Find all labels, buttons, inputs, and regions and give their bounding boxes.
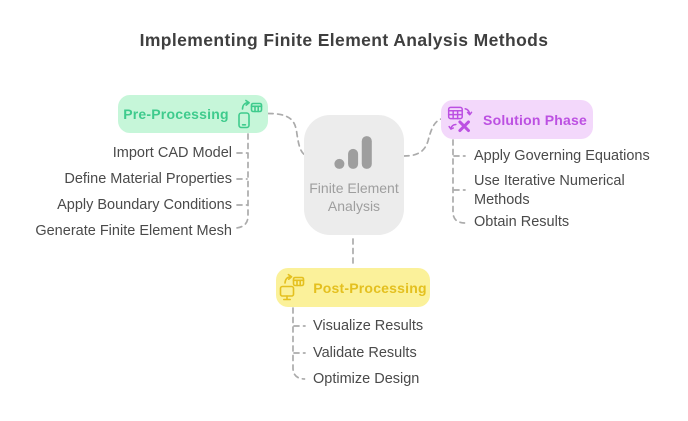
solution-phase-label: Solution Phase — [483, 111, 587, 128]
wire-solution-rail — [452, 139, 466, 224]
bar-chart-icon — [333, 135, 375, 170]
wire-center-to-solution — [403, 118, 442, 157]
list-item[interactable]: Validate Results — [313, 345, 417, 361]
list-item[interactable]: Use Iterative Numerical Methods — [474, 173, 625, 208]
table-solve-x-icon — [447, 105, 475, 134]
list-item[interactable]: Apply Boundary Conditions — [57, 197, 232, 213]
post-processing-label: Post-Processing — [313, 279, 427, 296]
list-item[interactable]: Obtain Results — [474, 214, 570, 230]
wire-pre-to-center — [267, 112, 306, 156]
branch-node-solution-phase[interactable]: Solution Phase — [441, 100, 593, 139]
diagram-title: Implementing Finite Element Analysis Met… — [139, 30, 549, 50]
branch-node-pre-processing[interactable]: Pre-Processing — [118, 95, 268, 133]
list-item[interactable]: Define Material Properties — [64, 171, 232, 187]
list-item[interactable]: Optimize Design — [313, 371, 420, 387]
list-item[interactable]: Apply Governing Equations — [474, 148, 650, 164]
wire-pre-rail — [235, 133, 249, 229]
pre-processing-items: Import CAD Model Define Material Propert… — [0, 140, 232, 244]
central-node-finite-element-analysis[interactable]: Finite Element Analysis — [304, 115, 404, 235]
central-node-label: Finite Element Analysis — [309, 179, 399, 214]
branch-node-post-processing[interactable]: Post-Processing — [276, 268, 430, 307]
wire-post-rail — [292, 307, 306, 380]
pre-processing-label: Pre-Processing — [123, 106, 229, 122]
list-item[interactable]: Generate Finite Element Mesh — [35, 223, 232, 239]
list-item[interactable]: Visualize Results — [313, 318, 424, 334]
monitor-sync-table-icon — [279, 273, 305, 303]
list-item[interactable]: Import CAD Model — [112, 145, 232, 161]
phone-sync-table-icon — [237, 99, 263, 129]
